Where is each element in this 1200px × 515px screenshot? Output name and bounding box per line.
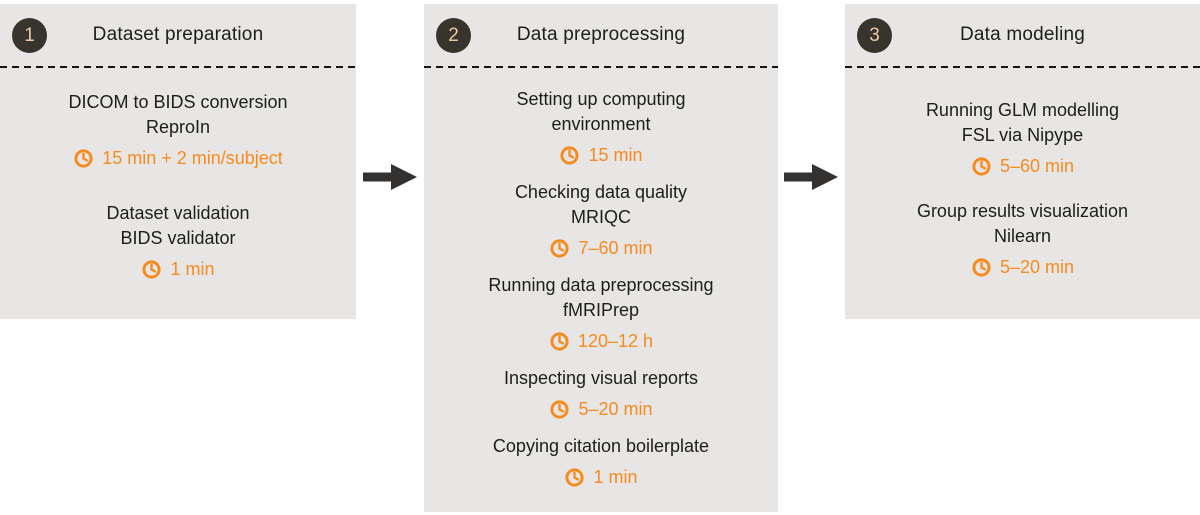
- time-text: 5–60 min: [999, 156, 1075, 176]
- step-group: Copying citation boilerplate 1 min: [493, 434, 709, 490]
- panel-header: 2 Data preprocessing: [424, 4, 778, 66]
- step-task-line: environment: [551, 114, 651, 134]
- step-number-badge: 3: [857, 18, 892, 53]
- dashed-divider: [424, 66, 778, 68]
- step-task-line: DICOM to BIDS conversion: [68, 92, 288, 112]
- arrow-right-icon: [363, 162, 419, 192]
- time-text: 15 min + 2 min/subject: [102, 148, 283, 168]
- step-task-line: Setting up computing: [516, 89, 686, 109]
- clock-icon: [549, 331, 570, 352]
- time-estimate: 7–60 min: [515, 236, 687, 261]
- step-list: Running GLM modelling FSL via Nipype 5–6…: [845, 68, 1200, 300]
- time-estimate: 15 min + 2 min/subject: [68, 146, 287, 171]
- panel-dataset-preparation: 1 Dataset preparation DICOM to BIDS conv…: [0, 4, 356, 319]
- time-estimate: 1 min: [493, 465, 709, 490]
- time-estimate: 5–60 min: [926, 154, 1119, 179]
- step-tool-line: ReproIn: [145, 117, 211, 137]
- panel-data-preprocessing: 2 Data preprocessing Setting up computin…: [424, 4, 778, 512]
- step-group: Inspecting visual reports 5–20 min: [504, 366, 698, 422]
- step-number-badge: 1: [12, 18, 47, 53]
- clock-icon: [971, 257, 992, 278]
- step-group: Running GLM modelling FSL via Nipype 5–6…: [926, 98, 1119, 179]
- panel-title: Data modeling: [959, 24, 1086, 45]
- time-text: 1 min: [593, 467, 638, 487]
- step-number-badge: 2: [436, 18, 471, 53]
- clock-icon: [971, 156, 992, 177]
- step-tool-line: BIDS validator: [120, 228, 236, 248]
- clock-icon: [549, 399, 570, 420]
- step-group: Group results visualization Nilearn 5–20…: [917, 199, 1128, 280]
- step-task-line: Inspecting visual reports: [503, 368, 699, 388]
- step-task-line: Group results visualization: [916, 201, 1129, 221]
- dashed-divider: [845, 66, 1200, 68]
- dashed-divider: [0, 66, 356, 68]
- step-tool-line: FSL via Nipype: [961, 125, 1084, 145]
- panel-title: Dataset preparation: [92, 24, 264, 45]
- time-text: 7–60 min: [578, 238, 653, 258]
- time-estimate: 5–20 min: [504, 397, 698, 422]
- panel-header: 3 Data modeling: [845, 4, 1200, 66]
- step-tool-line: fMRIPrep: [562, 300, 640, 320]
- time-estimate: 15 min: [516, 143, 685, 168]
- step-task-line: Running GLM modelling: [925, 100, 1120, 120]
- arrow-right-icon: [784, 162, 840, 192]
- time-text: 120–12 h: [577, 331, 654, 351]
- step-task-line: Running data preprocessing: [488, 275, 714, 295]
- time-text: 15 min: [588, 145, 643, 165]
- step-group: Setting up computing environment 15 min: [516, 87, 685, 168]
- time-estimate: 5–20 min: [917, 255, 1128, 280]
- step-group: Running data preprocessing fMRIPrep 120–…: [488, 273, 713, 354]
- clock-icon: [73, 148, 94, 169]
- step-task-line: Copying citation boilerplate: [492, 436, 710, 456]
- clock-icon: [559, 145, 580, 166]
- step-tool-line: Nilearn: [993, 226, 1051, 246]
- time-estimate: 1 min: [106, 257, 249, 282]
- step-group: DICOM to BIDS conversion ReproIn 15 min …: [68, 90, 287, 171]
- step-task-line: Checking data quality: [514, 182, 688, 202]
- clock-icon: [141, 259, 162, 280]
- time-text: 5–20 min: [999, 257, 1075, 277]
- time-text: 5–20 min: [578, 399, 653, 419]
- step-list: DICOM to BIDS conversion ReproIn 15 min …: [0, 68, 356, 312]
- panel-data-modeling: 3 Data modeling Running GLM modelling FS…: [845, 4, 1200, 319]
- step-group: Dataset validation BIDS validator 1 min: [106, 201, 249, 282]
- clock-icon: [564, 467, 585, 488]
- time-estimate: 120–12 h: [488, 329, 713, 354]
- time-text: 1 min: [170, 259, 215, 279]
- panel-title: Data preprocessing: [516, 24, 686, 45]
- panel-header: 1 Dataset preparation: [0, 4, 356, 66]
- step-tool-line: MRIQC: [570, 207, 631, 227]
- step-task-line: Dataset validation: [106, 203, 250, 223]
- clock-icon: [549, 238, 570, 259]
- step-list: Setting up computing environment 15 min …: [424, 68, 778, 502]
- step-group: Checking data quality MRIQC 7–60 min: [515, 180, 687, 261]
